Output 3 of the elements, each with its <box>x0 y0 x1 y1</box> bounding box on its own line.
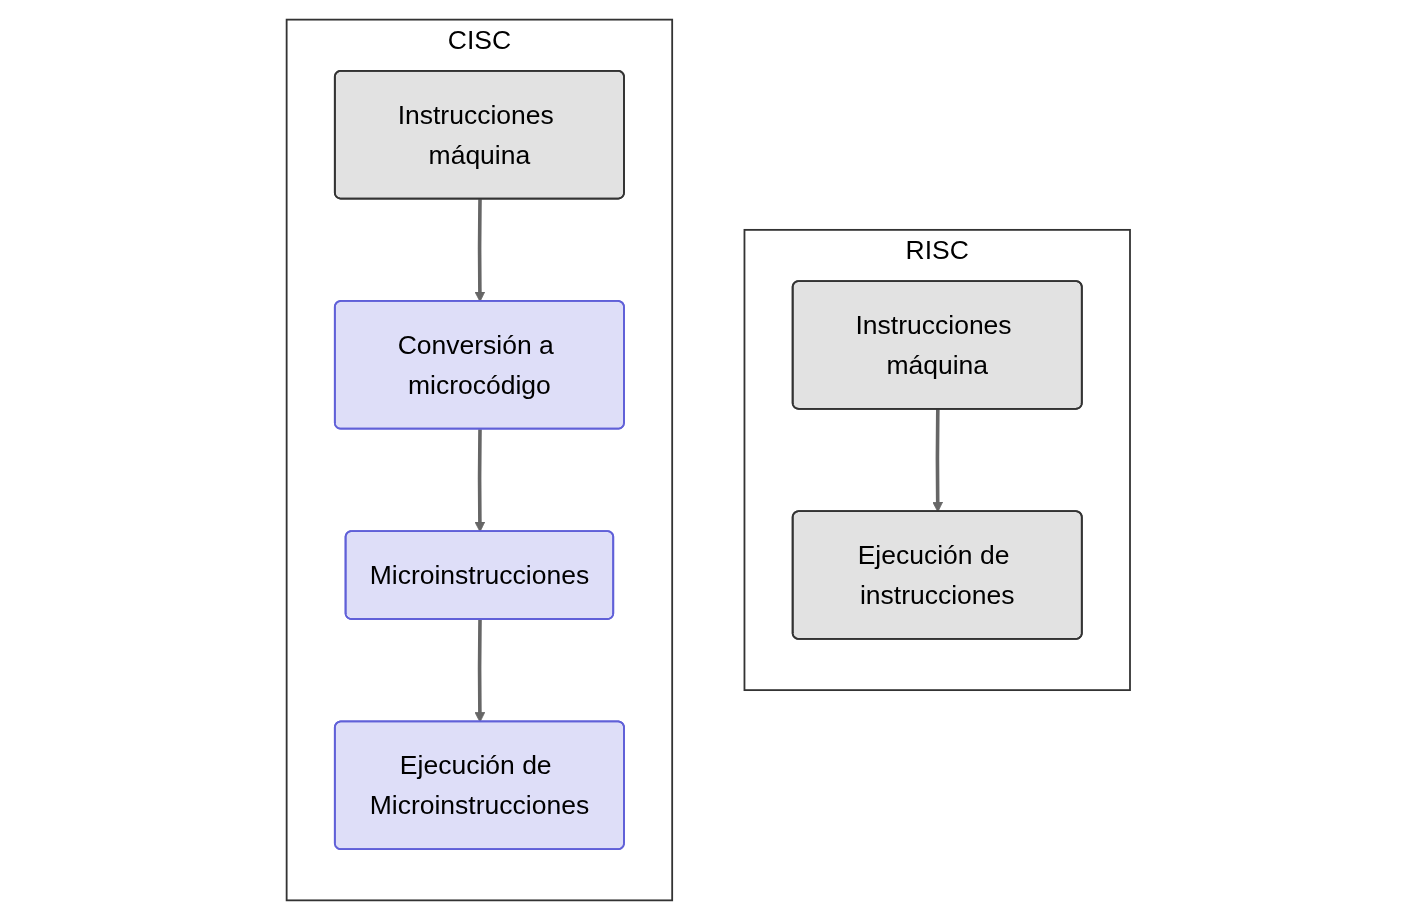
arrow <box>474 429 486 533</box>
arrow <box>474 619 486 723</box>
arrow <box>932 409 944 513</box>
